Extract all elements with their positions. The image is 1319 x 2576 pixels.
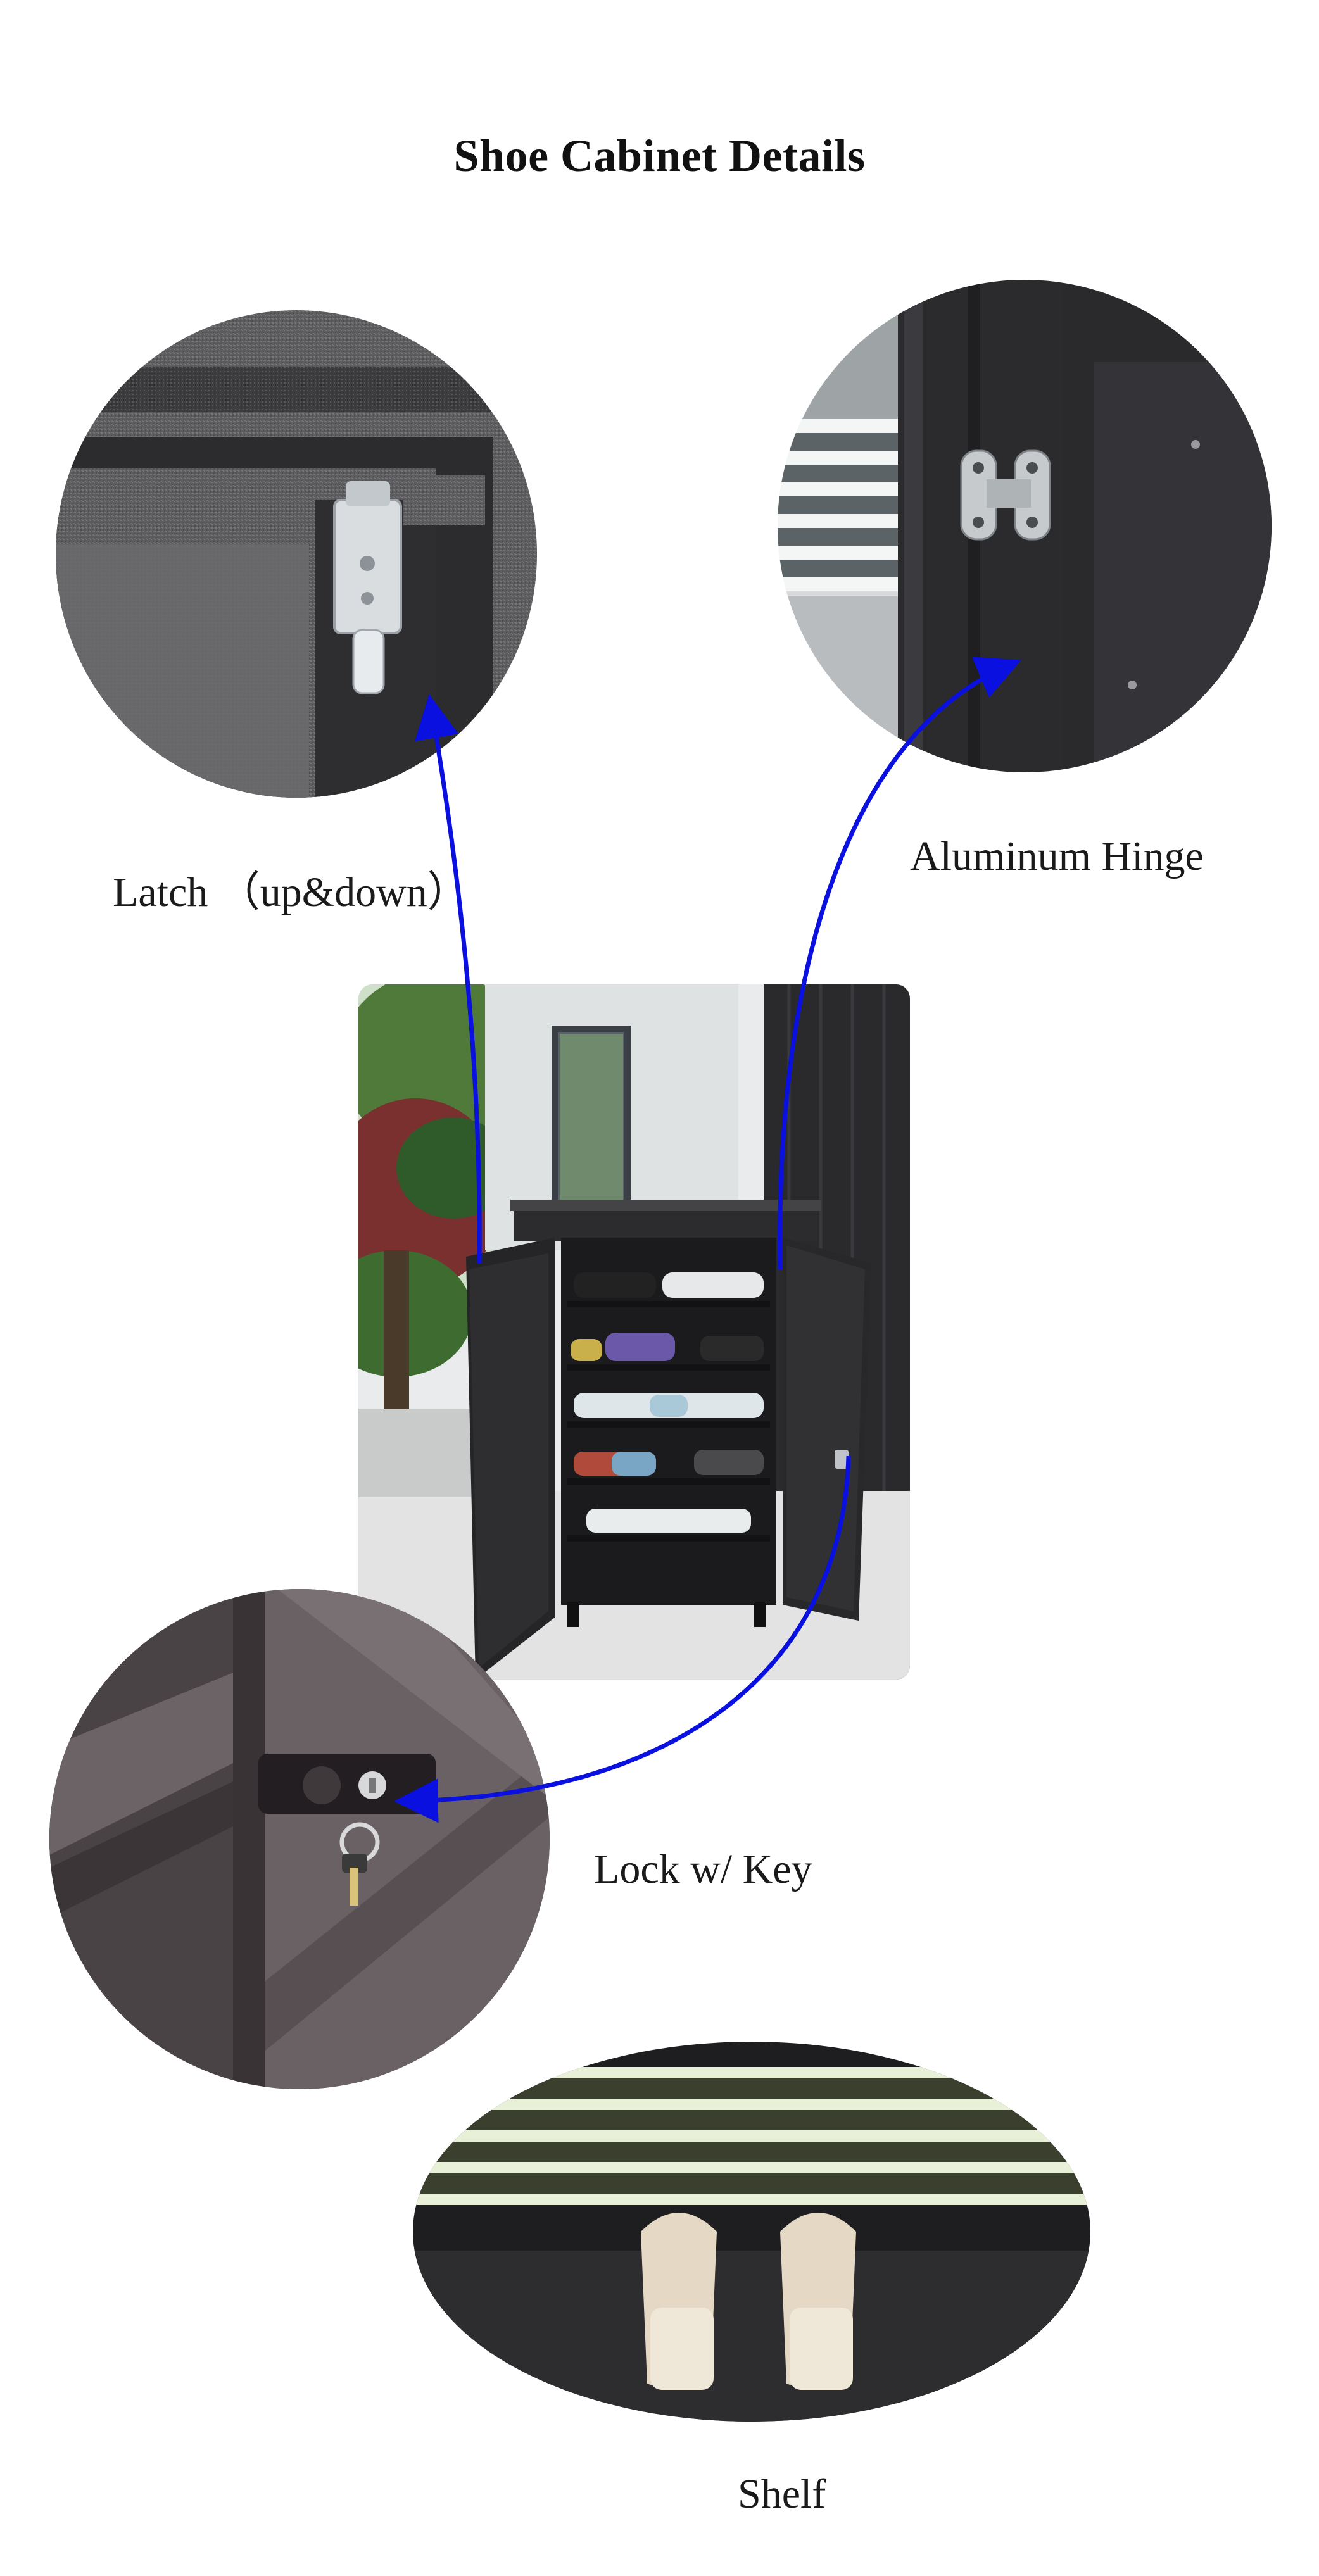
page-title: Shoe Cabinet Details — [453, 130, 866, 181]
latch-label: Latch （up&down） — [113, 869, 469, 915]
shelf-closeup-photo — [413, 2042, 1090, 2422]
lock-closeup-photo — [49, 1589, 550, 2089]
hinge-label: Aluminum Hinge — [910, 833, 1204, 879]
shoe-cabinet-photo — [358, 984, 910, 1680]
latch-closeup-photo — [56, 310, 537, 798]
lock-label: Lock w/ Key — [594, 1846, 812, 1892]
hinge-closeup-photo — [778, 280, 1272, 772]
shelf-label: Shelf — [738, 2471, 826, 2517]
